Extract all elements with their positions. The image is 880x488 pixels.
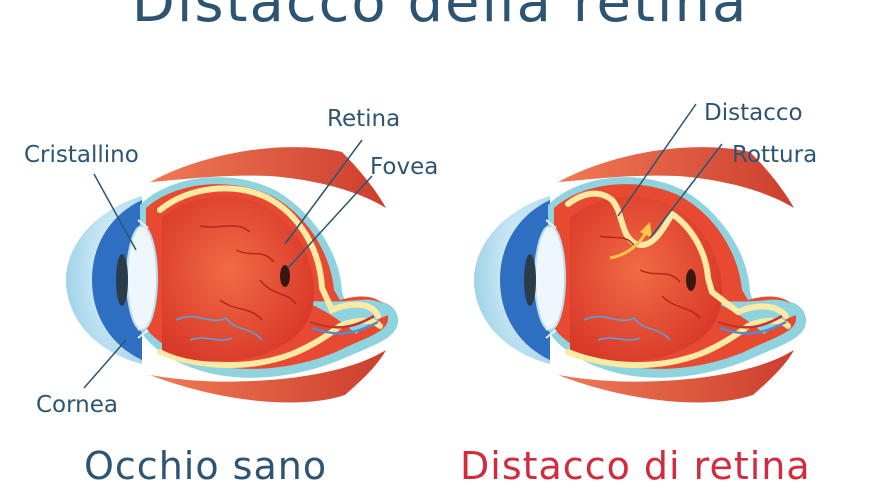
caption-detached-eye: Distacco di retina	[460, 444, 811, 488]
detached-retina	[565, 190, 789, 319]
caption-healthy-eye: Occhio sano	[84, 444, 328, 488]
lower-muscle	[150, 350, 386, 403]
page-title: Distacco della retina	[131, 0, 749, 35]
label-cristallino: Cristallino	[24, 142, 139, 168]
retina-band	[157, 185, 381, 319]
label-retina: Retina	[327, 106, 400, 132]
label-fovea: Fovea	[370, 154, 438, 180]
tear-arrow	[609, 231, 648, 260]
label-rottura: Rottura	[732, 142, 817, 168]
label-cornea: Cornea	[36, 392, 118, 418]
detached-eye: Distacco Rottura	[474, 100, 817, 403]
upper-muscle	[150, 147, 386, 208]
fovea-spot	[280, 265, 290, 287]
healthy-eye: Cristallino Retina Fovea Cornea	[24, 106, 438, 418]
vitreous	[162, 196, 315, 362]
label-distacco: Distacco	[704, 100, 803, 126]
